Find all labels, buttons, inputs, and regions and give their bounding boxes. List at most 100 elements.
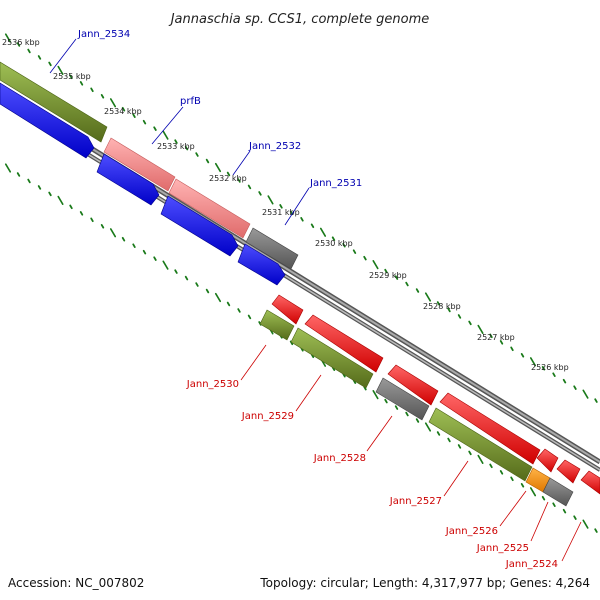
scale-tick: [477, 454, 484, 465]
gene-label-jann-2532[interactable]: Jann_2532: [248, 141, 301, 152]
scale-tick: [142, 119, 147, 125]
scale-tick: [510, 476, 514, 482]
kbp-labels: 2536 kbp 2535 kbp 2534 kbp 2533 kbp 2532…: [2, 38, 569, 372]
gene-label-prfb[interactable]: prfB: [180, 96, 201, 107]
scale-tick: [489, 333, 493, 339]
scale-tick: [4, 163, 12, 173]
scale-tick: [57, 65, 64, 75]
gene-label-jann-2527[interactable]: Jann_2527: [389, 496, 442, 507]
forward-gene-labels: Jann_2534 prfB Jann_2532 Jann_2531: [49, 29, 362, 226]
gene-label-jann-2526[interactable]: Jann_2526: [445, 526, 498, 537]
gene-label-jann-2531[interactable]: Jann_2531: [309, 178, 362, 189]
scale-tick: [520, 483, 525, 488]
scale-tick: [79, 81, 84, 86]
scale-tick: [100, 224, 105, 229]
cds-forward-row: [0, 82, 286, 286]
gene-jann-2529-bar[interactable]: [290, 327, 374, 389]
kbp-label: 2527 kbp: [477, 333, 515, 342]
scale-tick: [184, 145, 189, 151]
gene-label-jann-2529[interactable]: Jann_2529: [241, 411, 294, 422]
scale-tick: [489, 463, 493, 469]
scale-tick: [121, 236, 126, 242]
gene-jann-2530-bar[interactable]: [259, 309, 295, 341]
scale-tick: [184, 275, 189, 281]
kbp-label: 2530 kbp: [315, 239, 353, 248]
scale-tick: [100, 94, 105, 99]
gene-prfb-bar[interactable]: [103, 137, 176, 192]
scale-tick: [57, 195, 64, 205]
gene-label-jann-2530[interactable]: Jann_2530: [186, 379, 239, 390]
scale-tick: [205, 288, 210, 294]
scale-tick: [457, 444, 462, 449]
scale-tick: [247, 184, 252, 190]
scale-tick: [384, 268, 388, 274]
scale-tick: [424, 292, 432, 302]
scale-tick: [582, 519, 589, 529]
scale-tick: [214, 162, 222, 173]
gene-jann-2527-bar[interactable]: [428, 407, 533, 482]
scale-tick: [594, 398, 598, 403]
scale-tick: [279, 204, 283, 209]
scale-tick: [424, 422, 432, 432]
gene-label-jann-2525[interactable]: Jann_2525: [476, 543, 529, 554]
gene-label-jann-2528[interactable]: Jann_2528: [313, 453, 366, 464]
cds-arrow-reverse[interactable]: [387, 364, 439, 406]
genome-backbone: [0, 89, 600, 472]
scale-tick: [16, 172, 21, 177]
scale-tick: [237, 308, 241, 313]
scale-tick: [48, 191, 52, 197]
gene-jann-2531-bar[interactable]: [245, 227, 299, 270]
scale-tick: [90, 87, 94, 93]
kbp-label: 2531 kbp: [262, 208, 300, 217]
scale-tick: [582, 389, 589, 399]
outer-scale-ticks: [4, 33, 598, 403]
forward-feature-row: [0, 61, 299, 270]
scale-tick: [37, 185, 42, 190]
accession-label: Accession: NC_007802: [8, 576, 144, 590]
cds-arrow[interactable]: [96, 153, 160, 206]
cds-arrow[interactable]: [237, 243, 286, 286]
gene-label-jann-2534[interactable]: Jann_2534: [77, 29, 130, 40]
scale-tick: [436, 301, 441, 306]
scale-tick: [205, 158, 210, 164]
cds-reverse-row: [271, 294, 600, 495]
scale-tick: [153, 256, 157, 261]
gene-jann-2528-bar[interactable]: [375, 377, 430, 421]
scale-tick: [541, 495, 546, 501]
cds-arrow-reverse[interactable]: [271, 294, 304, 325]
scale-tick: [214, 292, 222, 303]
cds-arrow-reverse[interactable]: [439, 392, 541, 465]
scale-tick: [415, 288, 420, 293]
scale-tick: [16, 42, 21, 47]
scale-tick: [69, 74, 73, 80]
scale-tick: [552, 502, 556, 507]
scale-tick: [162, 130, 169, 140]
cds-arrow-reverse[interactable]: [304, 314, 384, 373]
scale-tick: [562, 508, 567, 514]
scale-tick: [457, 314, 462, 319]
cds-arrow[interactable]: [0, 82, 95, 159]
scale-tick: [468, 320, 472, 326]
scale-tick: [267, 195, 274, 205]
scale-tick: [310, 223, 315, 229]
cds-arrow-reverse[interactable]: [556, 459, 581, 484]
scale-tick: [436, 431, 441, 436]
scale-tick: [405, 411, 409, 417]
cds-arrow-reverse[interactable]: [536, 448, 559, 473]
genome-summary: Topology: circular; Length: 4,317,977 bp…: [259, 576, 590, 590]
cds-arrow[interactable]: [160, 195, 239, 257]
scale-tick: [447, 307, 451, 313]
gene-jann-2534-bar[interactable]: [0, 61, 108, 143]
scale-tick: [529, 357, 537, 367]
gene-jann-2525-bar[interactable]: [542, 477, 574, 507]
scale-tick: [162, 260, 169, 270]
scale-tick: [499, 340, 504, 345]
gene-label-jann-2524[interactable]: Jann_2524: [505, 559, 558, 570]
scale-tick: [37, 55, 42, 60]
kbp-label: 2534 kbp: [104, 107, 142, 116]
scale-tick: [477, 324, 484, 335]
gene-jann-2532-bar[interactable]: [168, 178, 251, 239]
cds-arrow-reverse[interactable]: [580, 470, 600, 495]
scale-tick: [372, 389, 379, 400]
